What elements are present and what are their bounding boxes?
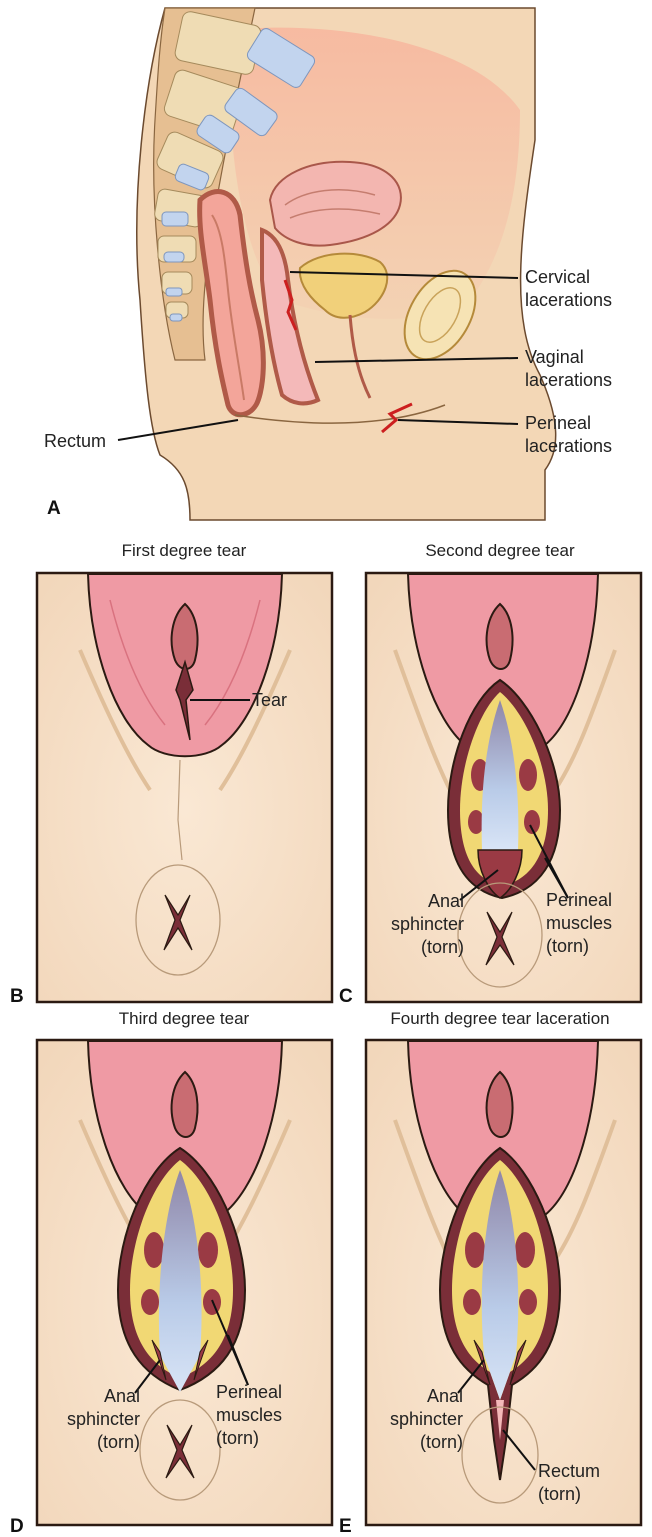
panel-d-letter: D [10, 1516, 24, 1537]
cervical-label-2: lacerations [525, 290, 612, 310]
panel-c-title: Second degree tear [425, 541, 575, 560]
perineal-label-1: Perineal [525, 413, 591, 433]
perineal-label-2: lacerations [525, 436, 612, 456]
c-perineal-label-3: (torn) [546, 936, 589, 956]
c-anal-label-1: Anal [428, 891, 464, 911]
e-rectum-label-2: (torn) [538, 1484, 581, 1504]
panel-a-illustration [137, 8, 556, 520]
panel-e-illustration [366, 1040, 641, 1525]
d-anal-label-1: Anal [104, 1386, 140, 1406]
d-perineal-label-1: Perineal [216, 1382, 282, 1402]
panel-e-letter: E [339, 1516, 352, 1537]
cervical-label-1: Cervical [525, 267, 590, 287]
d-perineal-label-2: muscles [216, 1405, 282, 1425]
panel-c-letter: C [339, 986, 353, 1007]
e-anal-label-2: sphincter [390, 1409, 463, 1429]
c-perineal-label-2: muscles [546, 913, 612, 933]
vaginal-label-2: lacerations [525, 370, 612, 390]
c-anal-label-2: sphincter [391, 914, 464, 934]
e-rectum-label-1: Rectum [538, 1461, 600, 1481]
rectum-label: Rectum [44, 431, 106, 451]
tear-label: Tear [252, 690, 287, 710]
panel-b-title: First degree tear [122, 541, 247, 560]
panel-b-illustration [37, 573, 332, 1002]
panel-e-title: Fourth degree tear laceration [390, 1009, 609, 1028]
panel-b-letter: B [10, 986, 24, 1007]
d-anal-label-3: (torn) [97, 1432, 140, 1452]
d-anal-label-2: sphincter [67, 1409, 140, 1429]
e-anal-label-1: Anal [427, 1386, 463, 1406]
panel-d-title: Third degree tear [119, 1009, 250, 1028]
c-anal-label-3: (torn) [421, 937, 464, 957]
d-perineal-label-3: (torn) [216, 1428, 259, 1448]
e-anal-label-3: (torn) [420, 1432, 463, 1452]
panel-c-illustration [366, 573, 641, 1002]
panel-a-letter: A [47, 498, 61, 519]
c-perineal-label-1: Perineal [546, 890, 612, 910]
panel-d-illustration [37, 1040, 332, 1525]
vaginal-label-1: Vaginal [525, 347, 584, 367]
